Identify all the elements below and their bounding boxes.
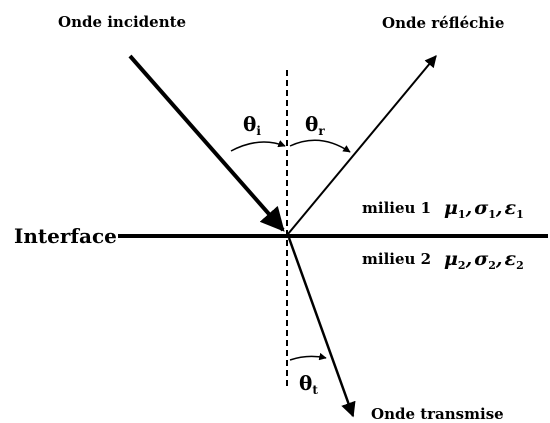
medium2-label: milieu 2 bbox=[362, 250, 431, 268]
medium1-params: μ1,σ1,ε1 bbox=[444, 197, 524, 221]
reflected-ray bbox=[287, 55, 437, 235]
transmitted-label: Onde transmise bbox=[371, 405, 504, 423]
theta-t-arc bbox=[289, 352, 327, 361]
theta-r-arc bbox=[289, 139, 351, 153]
theta-i-label: θi bbox=[243, 112, 261, 138]
interface-label: Interface bbox=[14, 224, 117, 248]
medium2-params: μ2,σ2,ε2 bbox=[444, 248, 524, 272]
transmitted-ray bbox=[287, 237, 356, 418]
incident-label: Onde incidente bbox=[58, 13, 186, 31]
reflected-label: Onde réfléchie bbox=[382, 14, 504, 32]
incident-ray bbox=[128, 54, 285, 232]
theta-i-arc bbox=[230, 140, 286, 152]
theta-t-label: θt bbox=[299, 371, 318, 397]
medium1-label: milieu 1 bbox=[362, 199, 431, 217]
theta-r-label: θr bbox=[305, 112, 325, 138]
